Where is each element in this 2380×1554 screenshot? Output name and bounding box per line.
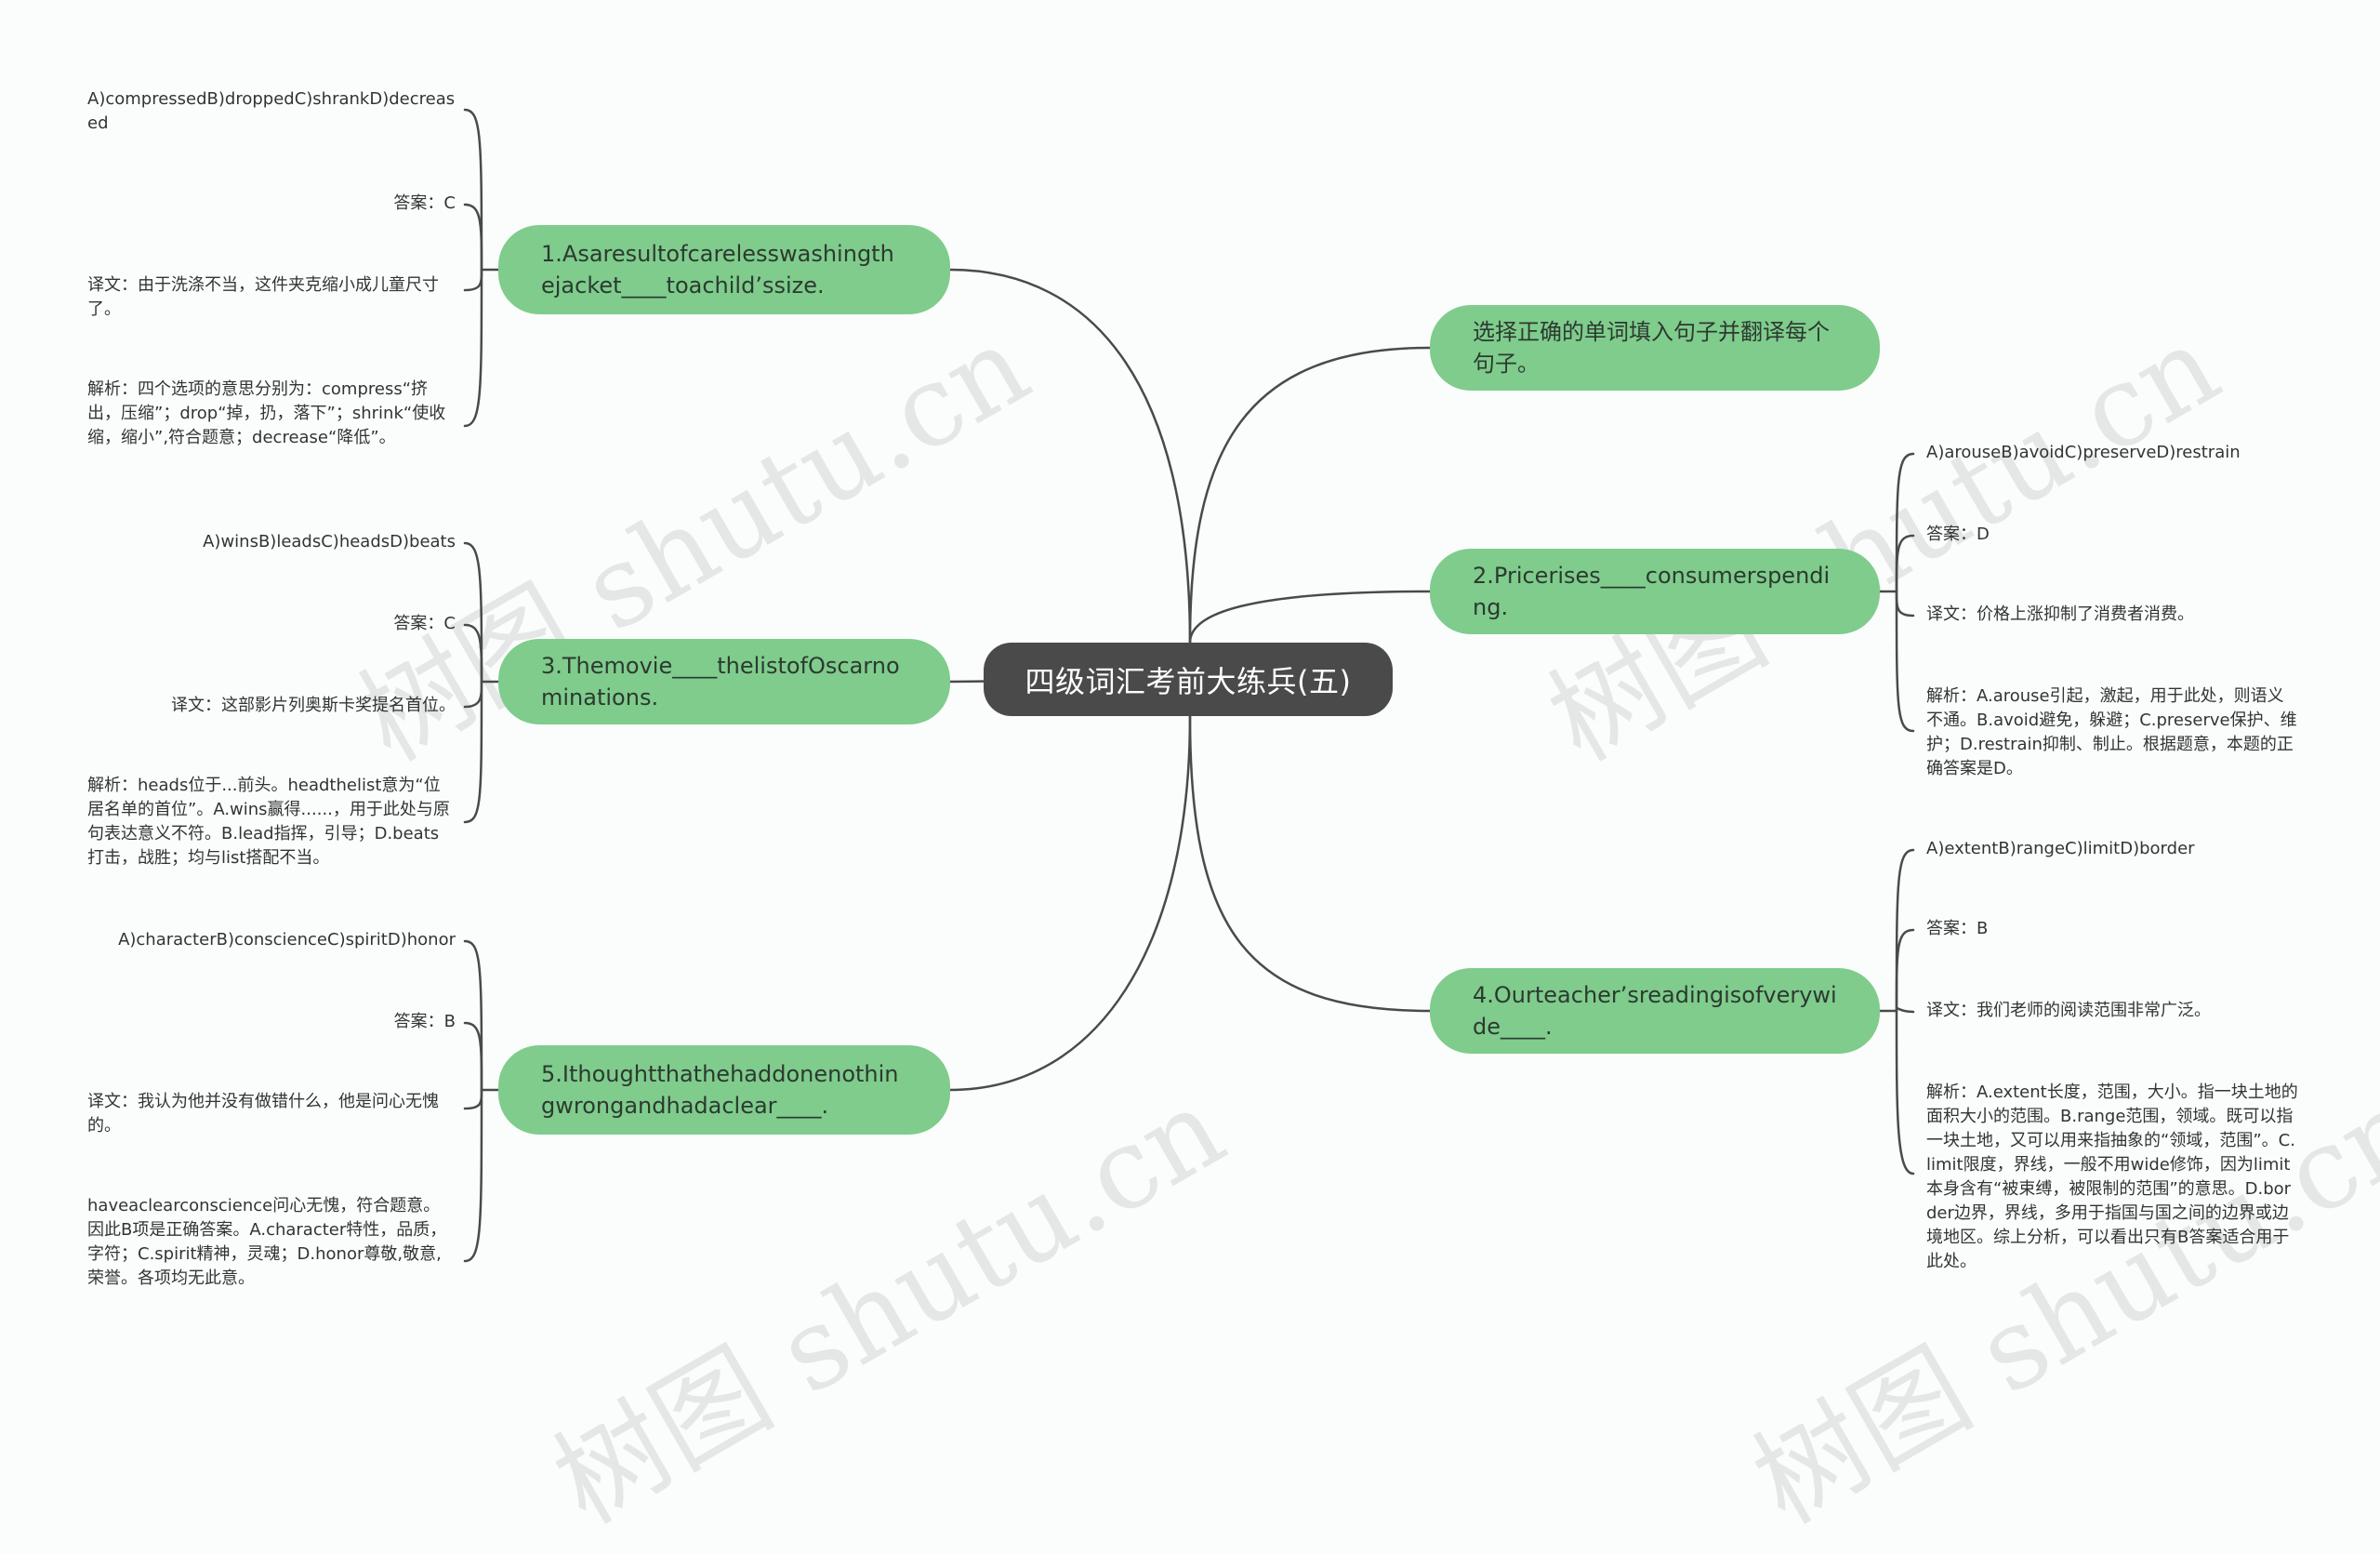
topic-q5-label: 5.Ithoughtthathehaddonenothingwrongandha… xyxy=(541,1061,899,1119)
topic-q3[interactable]: 3.Themovie____thelistofOscarnominations. xyxy=(498,639,950,724)
link-root-q4 xyxy=(1188,714,1432,1013)
link-q4-translation xyxy=(1895,1006,1915,1014)
q3-options[interactable]: A)winsB)leadsC)headsD)beats xyxy=(203,532,456,551)
link-root-q1 xyxy=(948,268,1192,644)
link-q2-analysis xyxy=(1895,590,1915,733)
q3-analysis[interactable]: 解析：heads位于...前头。headthelist意为“位居名单的首位”。A… xyxy=(87,776,450,868)
q4-translation[interactable]: 译文：我们老师的阅读范围非常广泛。 xyxy=(1926,1001,2211,1020)
q1-translation[interactable]: 译文：由于洗涤不当，这件夹克缩小成儿童尺寸了。 xyxy=(87,275,439,319)
q2-answer[interactable]: 答案：D xyxy=(1926,525,1990,544)
link-q1-analysis xyxy=(463,268,483,428)
topic-q1-label: 1.Asaresultofcarelesswashingthejacket___… xyxy=(541,241,894,299)
q3-translation[interactable]: 译文：这部影片列奥斯卡奖提名首位。 xyxy=(171,696,456,715)
link-q2-options xyxy=(1895,452,1915,593)
q5-translation[interactable]: 译文：我认为他并没有做错什么，他是问心无愧的。 xyxy=(87,1092,439,1136)
q5-answer[interactable]: 答案：B xyxy=(393,1012,456,1031)
q4-answer[interactable]: 答案：B xyxy=(1926,919,1989,938)
q1-answer[interactable]: 答案：C xyxy=(393,193,456,213)
link-q1-translation xyxy=(463,268,483,292)
link-q5-analysis xyxy=(463,1088,483,1263)
q4-options[interactable]: A)extentB)rangeC)limitD)border xyxy=(1926,839,2195,858)
root-topic-label: 四级词汇考前大练兵(五) xyxy=(1025,663,1352,699)
link-q3-answer xyxy=(463,623,483,684)
link-q1-answer xyxy=(463,203,483,272)
link-q3-analysis xyxy=(463,680,483,824)
link-q5-translation xyxy=(463,1088,483,1110)
topic-q1[interactable]: 1.Asaresultofcarelesswashingthejacket___… xyxy=(498,225,950,314)
link-q4-analysis xyxy=(1895,1009,1915,1175)
topic-intro-label: 选择正确的单词填入句子并翻译每个句子。 xyxy=(1473,319,1830,377)
topic-q2-label: 2.Pricerises____consumerspending. xyxy=(1473,563,1831,620)
q4-analysis[interactable]: 解析：A.extent长度，范围，大小。指一块土地的面积大小的范围。B.rang… xyxy=(1926,1082,2298,1271)
link-q5-answer xyxy=(463,1021,483,1092)
link-q1-options xyxy=(463,108,483,272)
topic-intro[interactable]: 选择正确的单词填入句子并翻译每个句子。 xyxy=(1430,305,1880,391)
link-q3-options xyxy=(463,541,483,684)
link-root-intro xyxy=(1188,346,1432,644)
connector-lines xyxy=(463,108,1915,1263)
q2-translation[interactable]: 译文：价格上涨抑制了消费者消费。 xyxy=(1926,604,2194,624)
link-q2-answer xyxy=(1895,534,1915,593)
q1-analysis[interactable]: 解析：四个选项的意思分别为：compress“挤出，压缩”；drop“掉，扔，落… xyxy=(87,379,446,447)
q2-options[interactable]: A)arouseB)avoidC)preserveD)restrain xyxy=(1926,443,2241,462)
link-root-q5 xyxy=(948,714,1192,1092)
q3-answer[interactable]: 答案：C xyxy=(393,614,456,633)
q2-analysis[interactable]: 解析：A.arouse引起，激起，用于此处，则语义不通。B.avoid避免，躲避… xyxy=(1926,686,2297,778)
topic-q2[interactable]: 2.Pricerises____consumerspending. xyxy=(1430,549,1880,634)
q5-options[interactable]: A)characterB)conscienceC)spiritD)honor xyxy=(118,930,456,950)
topic-q5[interactable]: 5.Ithoughtthathehaddonenothingwrongandha… xyxy=(498,1045,950,1135)
q1-options[interactable]: A)compressedB)droppedC)shrankD)decreased xyxy=(87,89,456,133)
topic-q3-label: 3.Themovie____thelistofOscarnominations. xyxy=(541,653,900,711)
link-q2-translation xyxy=(1895,590,1915,618)
root-topic[interactable]: 四级词汇考前大练兵(五) xyxy=(984,643,1393,716)
q5-analysis[interactable]: haveaclearconscience问心无愧，符合题意。因此B项是正确答案。… xyxy=(87,1196,447,1288)
link-root-q2 xyxy=(1188,590,1432,644)
mind-map-canvas: 树图 shutu.cn 树图 shutu.cn 树图 shutu.cn 树图 s… xyxy=(87,89,2380,1548)
link-q3-translation xyxy=(463,680,483,709)
topic-q4-label: 4.Ourteacher’sreadingisofverywide____. xyxy=(1473,982,1837,1040)
link-q5-options xyxy=(463,939,483,1092)
link-q4-answer xyxy=(1895,928,1915,1013)
topic-q4[interactable]: 4.Ourteacher’sreadingisofverywide____. xyxy=(1430,968,1880,1054)
